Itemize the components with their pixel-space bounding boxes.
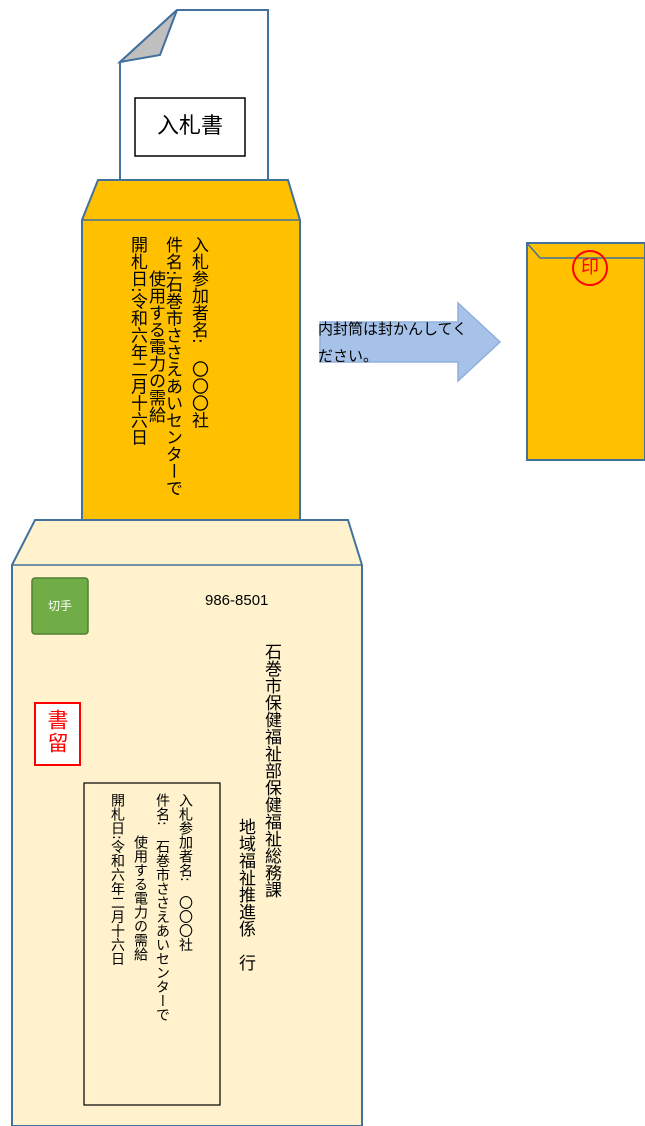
bid-document-label: 入札書 <box>156 114 223 139</box>
bid-document-fold <box>116 9 178 64</box>
seal-circle <box>572 250 608 286</box>
arrow-note-line-1: 内封筒は封かんしてく <box>318 320 468 338</box>
sender-box-line-2: 件名: 石巻市ささえあいセンターで <box>154 793 170 1022</box>
sealed-envelope <box>526 242 645 461</box>
sender-box-line-3: 使用する電力の需給 <box>132 793 148 961</box>
arrow-shape <box>319 301 502 383</box>
sender-box-line-1: 入札参加者名: 〇〇〇社 <box>177 793 193 952</box>
sender-box-line-4: 開札日:令和六年二月十六日 <box>109 793 125 966</box>
address-line-2: 地域福祉推進係 行 <box>235 818 255 971</box>
inner-envelope-line-3: 使用する電力の需給 <box>145 236 165 423</box>
inner-envelope-line-4: 開札日:令和六年二月十六日 <box>127 236 147 446</box>
registered-box <box>34 702 81 766</box>
inner-envelope-line-1: 入札参加者名: 〇〇〇社 <box>188 236 208 429</box>
stamp-label: 切手 <box>47 599 72 613</box>
arrow-note-line-2: ださい。 <box>318 347 379 365</box>
bid-document-label-box <box>134 97 246 157</box>
postal-code: 986-8501 <box>205 592 269 609</box>
seal-label: 印 <box>581 257 599 278</box>
registered-label: 書留 <box>45 709 69 755</box>
address-line-1: 石巻市保健福祉部保健福祉総務課 <box>261 643 281 898</box>
sender-info-box <box>83 782 221 1106</box>
stamp-box <box>31 577 89 635</box>
sealed-envelope-flap <box>526 242 645 259</box>
inner-envelope-line-2: 件名:石巻市ささえあいセンターで <box>162 236 182 497</box>
